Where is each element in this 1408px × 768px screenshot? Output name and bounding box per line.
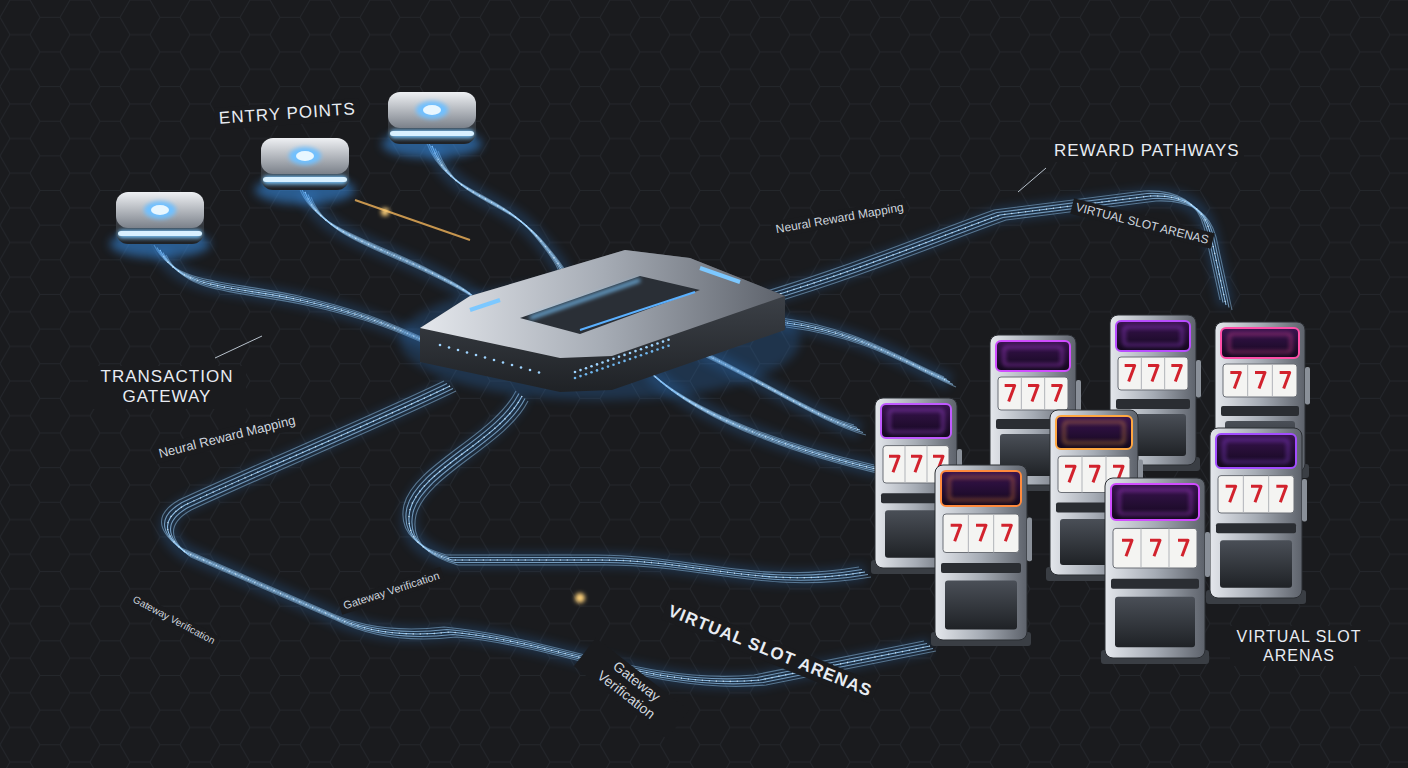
spark-trail	[355, 200, 470, 240]
part-label: VIRTUAL SLOT ARENAS	[661, 599, 879, 705]
slot-machine	[1211, 322, 1310, 478]
part-label: Neural Reward Mapping	[153, 410, 301, 463]
slot-machine	[1101, 478, 1210, 664]
part-label: TRANSACTION GATEWAY	[88, 366, 246, 409]
slot-machine	[1206, 428, 1307, 604]
entry-box	[382, 92, 482, 158]
flow-line	[403, 391, 859, 573]
flow-line	[305, 192, 485, 315]
entry-box	[110, 192, 210, 258]
flow-line	[171, 389, 934, 684]
flow-lines	[154, 141, 1232, 686]
slot-machine	[931, 465, 1032, 646]
flow-glow	[432, 146, 566, 292]
flow-line	[432, 146, 566, 292]
part-label: Gateway Verification	[338, 567, 446, 615]
spark	[575, 593, 585, 603]
transaction-gateway	[400, 250, 800, 400]
flow-line	[760, 196, 1226, 305]
flow-dots	[780, 322, 950, 382]
flow-glow	[780, 322, 950, 382]
part-label: ENTRY POINTS	[214, 98, 360, 130]
part-label: Gateway Verification	[127, 591, 221, 650]
flow-line	[406, 394, 862, 576]
part-label: Neural Reward Mapping	[771, 198, 909, 238]
part-label: Gateway Verification	[574, 638, 689, 739]
flow-dots	[305, 192, 485, 315]
flow-dots	[409, 396, 865, 578]
flow-line	[783, 325, 953, 385]
flow-dots	[760, 196, 1226, 305]
flow-line	[409, 396, 865, 578]
leader-line	[1018, 168, 1046, 192]
spark	[381, 208, 389, 216]
part-label: VIRTUAL SLOT ARENAS	[1230, 626, 1368, 666]
flow-line	[763, 198, 1229, 307]
entry-box	[255, 138, 355, 204]
flow-line	[426, 141, 560, 287]
flow-line	[299, 187, 479, 310]
flow-dots	[432, 146, 566, 292]
part-label: VIRTUAL SLOT ARENAS	[1070, 198, 1214, 249]
leader-line	[215, 336, 262, 358]
flow-line	[429, 144, 563, 290]
flow-line	[786, 327, 956, 387]
flow-glow	[760, 196, 1226, 305]
flow-line	[302, 190, 482, 313]
flow-line	[174, 391, 937, 686]
flow-line	[415, 401, 871, 583]
flow-line	[780, 322, 950, 382]
flow-glow	[409, 396, 865, 578]
part-label: REWARD PATHWAYS	[1050, 140, 1244, 162]
flow-line	[435, 149, 569, 295]
flow-line	[412, 399, 868, 581]
